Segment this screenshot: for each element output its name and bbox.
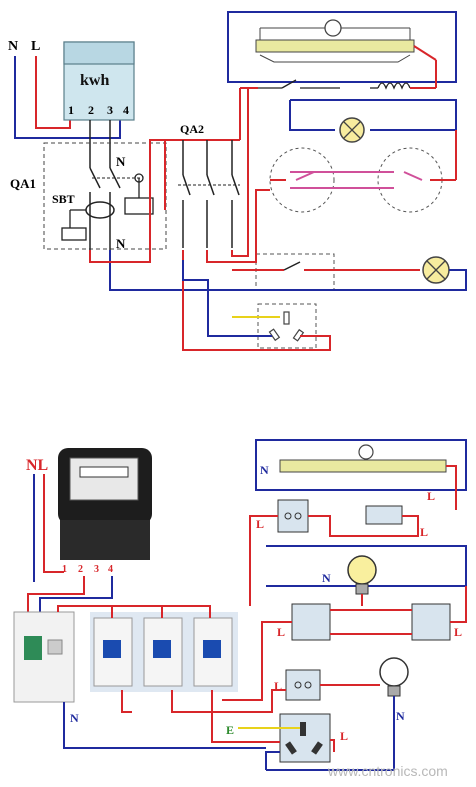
bottom-switch3-l: L [274,679,282,693]
top-two-way-switches [269,130,457,213]
bottom-terminal-1: 1 [62,564,67,575]
bottom-socket-e: E [226,723,234,737]
bottom-switch-1: L L [249,499,428,606]
bottom-two-way-switches: L L [222,586,467,701]
bottom-terminal-4: 4 [108,564,113,575]
qa1-breaker: QA1 SBT N N [10,142,167,251]
bottom-fluorescent-lamp: N L [255,439,467,510]
top-diagram: N L kwh 1 2 3 4 QA1 SBT N N [8,11,467,351]
bottom-bulb2-n: N [396,709,405,723]
starter-icon [324,19,342,37]
bottom-left-n: N [70,711,79,725]
bottom-switch-3: L [171,669,380,713]
watermark: www.cntronics.com [327,763,448,779]
bottom-diagram: NL 1 2 3 4 [13,439,467,771]
top-neutral-in-wire [14,56,121,139]
terminal-1: 1 [68,103,74,117]
bottom-terminal-2: 2 [78,564,83,575]
qa1-n-lower: N [116,236,126,251]
qa1-label: QA1 [10,176,36,191]
top-fluorescent-lamp [227,11,457,140]
terminal-4: 4 [123,103,129,117]
bottom-ballast-l: L [427,489,435,503]
bottom-bulb-1: N [266,545,467,606]
bottom-kwh-meter: 1 2 3 4 [58,448,152,575]
bottom-lamp-n-label: N [260,463,269,477]
bottom-socket-l: L [340,729,348,743]
qa1-n-upper: N [116,154,126,169]
top-n-label: N [8,39,18,54]
top-lamp-1 [289,99,457,143]
top-lamp-2 [109,250,467,291]
bottom-socket: E L [211,690,348,770]
bottom-switch1-l: L [256,517,264,531]
terminal-2: 2 [88,103,94,117]
top-phase-in-wire [35,56,71,129]
bottom-2way-right-l: L [454,625,462,639]
bottom-leakage-breaker [13,611,75,703]
terminal-3: 3 [107,103,113,117]
top-l-label: L [31,39,40,54]
top-socket [182,250,331,351]
bottom-2way-left-l: L [277,625,285,639]
bottom-starter-l: L [420,525,428,539]
ballast-coil-icon [377,82,411,90]
qa2-breaker: QA2 [164,122,240,248]
kwh-meter: kwh 1 2 3 4 [63,41,135,121]
bottom-nl-label: NL [26,457,48,474]
sbt-label: SBT [52,192,75,206]
bottom-mcb-block [90,612,238,692]
meter-label: kwh [80,72,109,89]
qa2-label: QA2 [180,122,204,136]
bottom-terminal-3: 3 [94,564,99,575]
bottom-bulb-2: N [266,657,409,771]
bottom-bulb1-n: N [322,571,331,585]
